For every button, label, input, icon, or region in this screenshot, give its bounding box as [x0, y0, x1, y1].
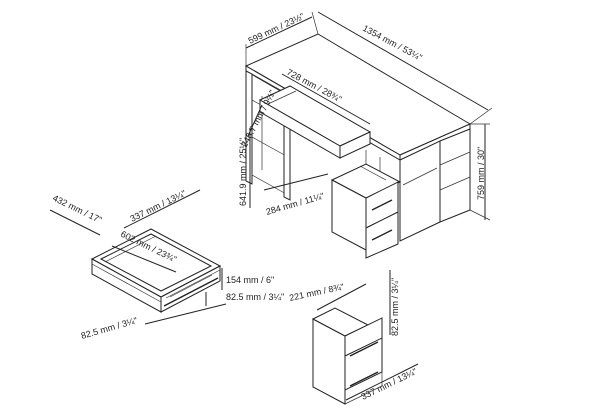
dim-drawer-width: 337 mm / 13¼": [128, 188, 187, 224]
dim-ext-5: [469, 209, 491, 221]
dim-knee-height: 641.9 mm / 25½": [238, 138, 248, 206]
large-drawer-drawing: [90, 228, 222, 313]
dim-line-drawer-inner-width: [111, 245, 177, 273]
dim-knee-space: 284 mm / 11¼": [265, 191, 325, 217]
dim-drawer-height: 154 mm / 6": [226, 275, 274, 285]
dim-desk-height: 759 mm / 30": [476, 147, 486, 200]
large-drawer-floor-1: [104, 235, 157, 263]
dim-line-knee-space: [263, 173, 329, 191]
tower-shelf-2: [439, 176, 471, 191]
dim-ext-3: [469, 107, 493, 125]
desk-drawing: [244, 33, 472, 259]
dim-line-desk-depth: [245, 16, 313, 49]
dim-line-desk-width: [317, 11, 489, 111]
pedestal-back-3: [359, 165, 387, 181]
left-back-edge: [251, 73, 285, 93]
dim-line-small-drawer-depth: [345, 363, 419, 401]
small-drawer-handle-1: [349, 341, 379, 357]
pedestal-handle-2: [371, 229, 393, 241]
left-shelf-2: [251, 136, 289, 158]
large-drawer-floor-2: [169, 274, 213, 298]
left-shelf-3: [251, 174, 289, 196]
dim-ext-2: [311, 11, 319, 35]
dim-line-drawer-depth: [49, 209, 101, 236]
keyboard-tray-inner: [267, 90, 297, 105]
tower-shelf-1: [439, 151, 471, 166]
dim-drawer-front-height-2: 82.5 mm / 3¼": [80, 315, 139, 341]
dim-drawer-front-height: 82.5 mm / 3¼": [226, 292, 284, 302]
pedestal-handle-1: [371, 199, 393, 211]
large-drawer-runner: [165, 269, 221, 299]
dim-line-drawer-front-2: [144, 303, 227, 325]
dim-line-drawer-width: [123, 189, 201, 229]
dim-drawer-depth: 432 mm / 17": [51, 193, 103, 225]
tower-shelf-3: [402, 167, 438, 186]
large-drawer-rail: [163, 277, 219, 307]
small-drawer-handle-2: [349, 371, 379, 387]
small-drawer-edge: [344, 385, 383, 405]
large-drawer-lip: [91, 263, 162, 303]
small-drawer-drawing: [311, 307, 383, 405]
dim-desk-depth: 599 mm / 23½": [247, 11, 306, 46]
large-drawer-inner: [99, 233, 213, 292]
dim-small-drawer-height: 82.5 mm / 3¼": [390, 278, 400, 336]
dim-line-keyboard-width: [281, 73, 371, 125]
dim-line-small-drawer-width: [316, 283, 367, 311]
keyboard-tray-side: [339, 131, 371, 159]
right-tower-side: [439, 128, 471, 223]
